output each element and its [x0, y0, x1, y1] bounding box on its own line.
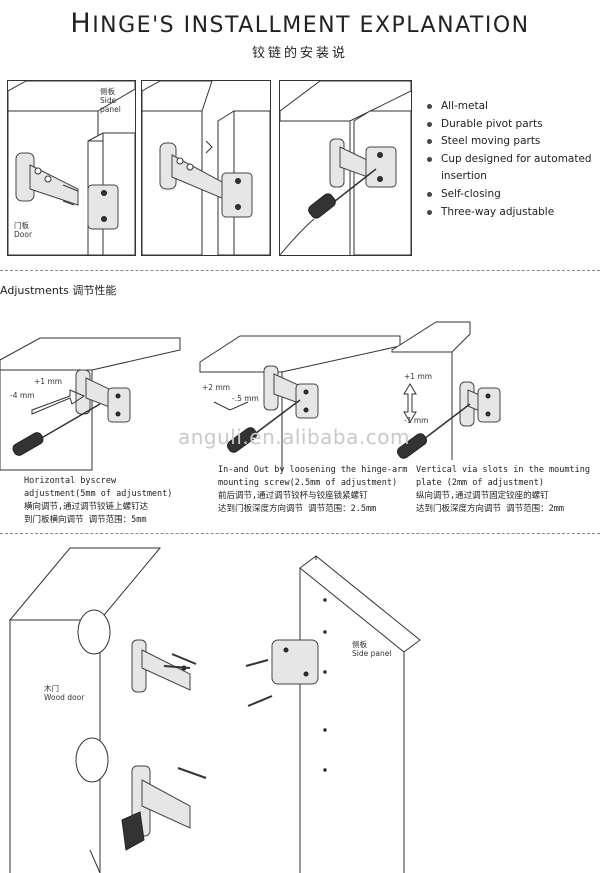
- feature-item: Self-closing: [427, 186, 592, 204]
- horizontal-minus-label: -4 mm: [10, 391, 35, 400]
- title-initial: H: [70, 8, 93, 39]
- vertical-minus-label: -1 mm: [404, 416, 429, 425]
- page-subtitle: 铰链的安装说: [251, 46, 348, 61]
- adjustments-heading: Adjustments 调节性能: [0, 284, 117, 297]
- title-rest: INGE'S INSTALLMENT EXPLANATION: [92, 13, 530, 38]
- watermark: anguli.en.alibaba.com: [178, 425, 410, 449]
- horizontal-plus-label: +1 mm: [34, 377, 63, 386]
- install-step-2-illustration: [142, 81, 270, 255]
- page-title: HINGE'S INSTALLMENT EXPLANATION: [0, 8, 600, 39]
- depth-adjustment-caption: In-and Out by loosening the hinge-arm mo…: [218, 465, 408, 514]
- vertical-plus-label: +1 mm: [404, 372, 433, 381]
- bullet-icon: [427, 191, 432, 197]
- door-label: 门板 Door: [14, 221, 33, 239]
- feature-list: All-metal Durable pivot parts Steel movi…: [427, 98, 592, 221]
- bottom-side-panel-label: 侧板 Side panel: [352, 640, 392, 658]
- depth-plus-label: +2 mm: [202, 383, 231, 392]
- feature-item-continuation: insertion: [441, 170, 487, 183]
- install-step-3-panel: [279, 80, 412, 256]
- bullet-icon: [427, 139, 432, 145]
- bullet-icon: [427, 209, 432, 215]
- feature-item: Cup designed for automated: [427, 151, 592, 169]
- side-panel-label: 侧板 Side panel: [100, 87, 121, 114]
- horizontal-adjustment-caption: Horizontal byscrew adjustment(5mm of adj…: [24, 476, 173, 525]
- section-divider: [0, 533, 600, 534]
- install-step-1-panel: 侧板 Side panel 门板 Door: [7, 80, 136, 256]
- bullet-icon: [427, 121, 432, 127]
- bullet-icon: [427, 156, 432, 162]
- feature-item: All-metal: [427, 98, 592, 116]
- bullet-icon: [427, 104, 432, 109]
- install-step-2-panel: [141, 80, 271, 256]
- vertical-adjustment-caption: Vertical via slots in the moumting plate…: [416, 465, 590, 514]
- feature-item: Three-way adjustable: [427, 204, 592, 222]
- install-step-3-illustration: [280, 81, 411, 255]
- depth-minus-label: -.5 mm: [232, 394, 259, 403]
- section-divider: [0, 270, 600, 271]
- feature-item: Durable pivot parts: [427, 116, 592, 134]
- install-step-1-illustration: [8, 81, 135, 255]
- wood-door-label: 木门 Wood door: [44, 684, 85, 702]
- feature-item: Steel moving parts: [427, 133, 592, 151]
